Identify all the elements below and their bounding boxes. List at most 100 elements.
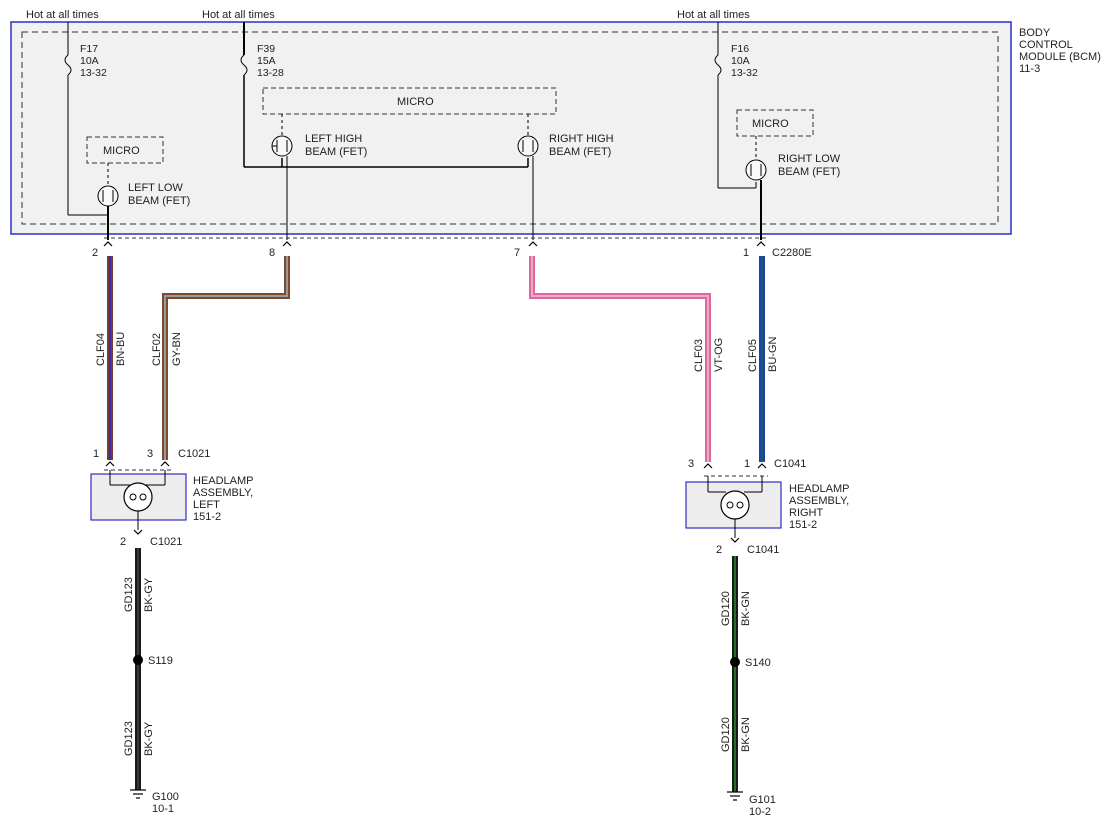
fet-right-low-l1: RIGHT LOW: [778, 153, 841, 165]
micro-right-label: MICRO: [752, 118, 789, 130]
hl-right-bottom-connector: C1041: [747, 544, 779, 556]
fuse-f16: F16 10A 13-32: [714, 22, 758, 189]
wire-clf03: CLF03 VT-OG: [529, 256, 725, 462]
bcm-connector-label: C2280E: [772, 247, 812, 259]
fuse-f17: F17 10A 13-32: [64, 22, 109, 216]
wire-gd123-circuit-upper: GD123: [123, 577, 135, 612]
wire-gd120: GD120 BK-GN S140 GD120 BK-GN: [720, 556, 771, 792]
hl-right-l4: 151-2: [789, 519, 817, 531]
micro-left-label: MICRO: [103, 145, 140, 157]
wire-clf02: CLF02 GY-BN: [151, 256, 290, 460]
wire-gd120-color-upper: BK-GN: [740, 591, 752, 626]
bcm-connector-pins: [103, 241, 766, 247]
hl-left-pin-3: 3: [147, 448, 153, 460]
power-label-f39: Hot at all times: [202, 9, 275, 21]
wire-gd120-circuit-lower: GD120: [720, 717, 732, 752]
hl-right-l3: RIGHT: [789, 507, 824, 519]
wire-clf03-color: VT-OG: [713, 338, 725, 372]
fet-left-high-l2: BEAM (FET): [305, 146, 367, 158]
hl-right-pin-3: 3: [688, 458, 694, 470]
headlamp-left: 1 3 C1021 HEADLAMP ASSEMBLY, LEFT 151-2 …: [90, 448, 254, 548]
fet-left-high: LEFT HIGH BEAM (FET): [271, 133, 367, 158]
fet-right-high-l2: BEAM (FET): [549, 146, 611, 158]
hl-left-top-connector: C1021: [178, 448, 210, 460]
bcm-pin-7: 7: [514, 247, 520, 259]
fuse-f17-name: F17: [80, 43, 98, 55]
micro-right: MICRO: [736, 109, 814, 160]
wire-clf05-circuit: CLF05: [747, 339, 759, 372]
ground-g100-icon: G100 10-1: [130, 789, 179, 815]
micro-left: MICRO: [86, 136, 164, 186]
fuse-f39-name: F39: [257, 43, 275, 55]
hl-right-pin-1: 1: [744, 458, 750, 470]
ground-g101-name: G101: [749, 794, 776, 806]
wire-clf04-color: BN-BU: [115, 332, 127, 366]
power-label-f16: Hot at all times: [677, 9, 750, 21]
hl-left-l1: HEADLAMP: [193, 475, 254, 487]
fuse-f16-rating: 10A: [731, 55, 750, 67]
wire-clf05: CLF05 BU-GN: [747, 256, 779, 462]
wire-gd120-color-lower: BK-GN: [740, 717, 752, 752]
bcm-module-box: [10, 21, 1012, 235]
wire-gd123-color-upper: BK-GY: [143, 577, 155, 612]
ground-g100-ref: 10-1: [152, 803, 174, 815]
bcm-inner-dashed: [21, 31, 999, 225]
ground-g101-icon: G101 10-2: [727, 791, 776, 818]
wire-clf02-circuit: CLF02: [151, 333, 163, 366]
headlamp-left-bulb-icon: [123, 482, 153, 512]
splice-s119-dot: [133, 655, 143, 665]
micro-center: MICRO: [262, 87, 557, 136]
bcm-label: BODY CONTROL MODULE (BCM) 11-3: [1019, 27, 1101, 75]
fet-right-high-l1: RIGHT HIGH: [549, 133, 614, 145]
headlamp-right: 3 1 C1041 HEADLAMP ASSEMBLY, RIGHT 151-2…: [685, 458, 850, 556]
power-label-f17: Hot at all times: [26, 9, 99, 21]
fuse-f17-ref: 13-32: [80, 67, 107, 79]
fuse-f16-name: F16: [731, 43, 749, 55]
bcm-pin-2: 2: [92, 247, 98, 259]
hl-right-top-connector: C1041: [774, 458, 806, 470]
fet-left-low-l2: BEAM (FET): [128, 195, 190, 207]
fuse-f17-rating: 10A: [80, 55, 99, 67]
wire-gd123-color-lower: BK-GY: [143, 721, 155, 756]
fet-right-high: RIGHT HIGH BEAM (FET): [517, 133, 614, 158]
splice-s140-label: S140: [745, 657, 771, 669]
fet-left-high-l1: LEFT HIGH: [305, 133, 362, 145]
hl-right-l1: HEADLAMP: [789, 483, 850, 495]
fuse-f39: F39 15A 13-28: [240, 22, 529, 168]
bcm-pin-1: 1: [743, 247, 749, 259]
hl-left-bottom-connector: C1021: [150, 536, 182, 548]
hl-left-pin-2: 2: [120, 536, 126, 548]
fuse-f16-ref: 13-32: [731, 67, 758, 79]
hl-right-l2: ASSEMBLY,: [789, 495, 849, 507]
hl-left-l2: ASSEMBLY,: [193, 487, 253, 499]
splice-s140-dot: [730, 657, 740, 667]
wire-gd123: GD123 BK-GY S119 GD123 BK-GY: [123, 548, 173, 790]
wire-clf05-color: BU-GN: [767, 337, 779, 373]
headlamp-right-bulb-icon: [720, 490, 750, 520]
bcm-label-line1: BODY: [1019, 27, 1051, 39]
wire-clf04: CLF04 BN-BU: [95, 256, 127, 460]
fuse-f39-rating: 15A: [257, 55, 276, 67]
hl-right-pin-2: 2: [716, 544, 722, 556]
fet-right-low: RIGHT LOW BEAM (FET): [745, 153, 841, 181]
hl-left-l3: LEFT: [193, 499, 220, 511]
fet-right-low-l2: BEAM (FET): [778, 166, 840, 178]
fet-left-low: LEFT LOW BEAM (FET): [97, 182, 190, 207]
wire-gd123-circuit-lower: GD123: [123, 721, 135, 756]
hl-left-l4: 151-2: [193, 511, 221, 523]
micro-center-label: MICRO: [397, 96, 434, 108]
wire-clf04-circuit: CLF04: [95, 333, 107, 366]
fuse-f39-ref: 13-28: [257, 67, 284, 79]
wire-gd120-circuit-upper: GD120: [720, 591, 732, 626]
hl-left-pin-1: 1: [93, 448, 99, 460]
splice-s119-label: S119: [148, 655, 173, 667]
ground-g100-name: G100: [152, 791, 179, 803]
bcm-pin-8: 8: [269, 247, 275, 259]
bcm-label-line2: CONTROL: [1019, 39, 1073, 51]
wire-clf03-circuit: CLF03: [693, 339, 705, 372]
fet-left-low-l1: LEFT LOW: [128, 182, 183, 194]
ground-g101-ref: 10-2: [749, 806, 771, 818]
bcm-label-line3: MODULE (BCM): [1019, 51, 1101, 63]
bcm-label-line4: 11-3: [1019, 63, 1040, 75]
